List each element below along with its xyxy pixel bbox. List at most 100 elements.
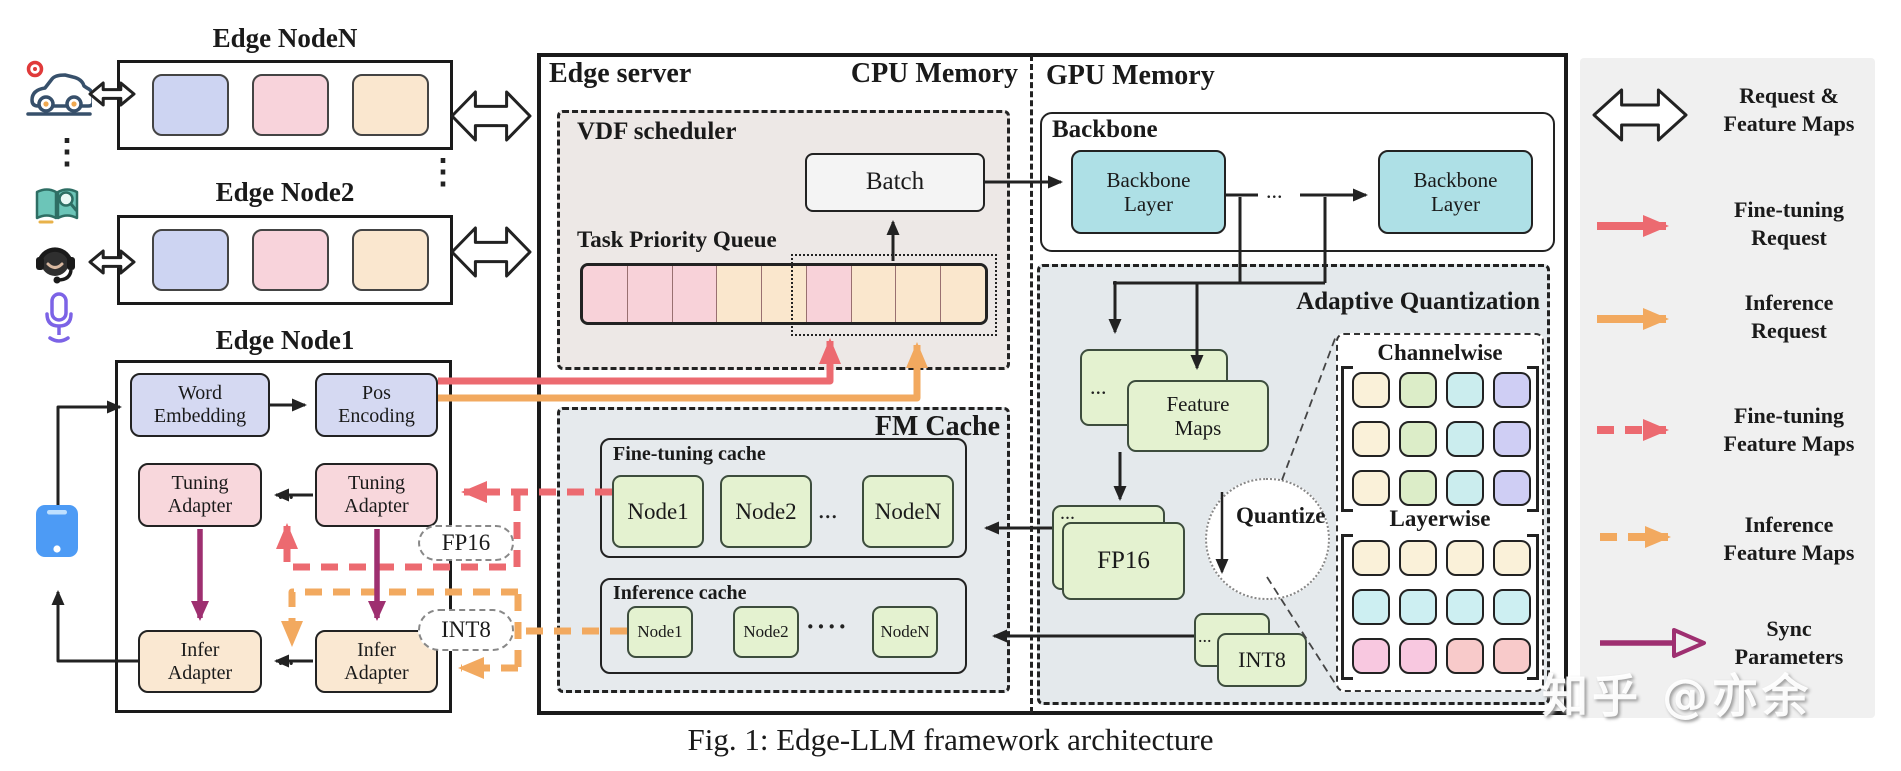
- layerwise-cell-3: [1493, 540, 1531, 576]
- headset-agent-icon: [36, 247, 75, 284]
- edge-node2-chips: [120, 218, 429, 291]
- inference-cache-box: [600, 578, 967, 674]
- queue-task-7: [896, 266, 942, 322]
- layerwise-cell-0: [1352, 540, 1390, 576]
- layerwise-bracket-left: [1341, 534, 1353, 680]
- model-chip-0: [152, 229, 229, 291]
- microphone-icon: [45, 292, 73, 343]
- fine-tuning-cache-box: [600, 438, 967, 558]
- layerwise-cell-9: [1399, 638, 1437, 674]
- inf-cache-nodeN: NodeN: [872, 606, 938, 658]
- legend-panel: [1580, 58, 1875, 718]
- queue-task-2: [672, 266, 718, 322]
- channelwise-cell-5: [1399, 421, 1437, 457]
- edge-node2-title: Edge Node2: [215, 177, 355, 208]
- layerwise-cell-1: [1399, 540, 1437, 576]
- layerwise-bracket-right: [1527, 534, 1539, 680]
- phone-icon: [36, 505, 78, 557]
- book-search-icon: [35, 188, 79, 224]
- fine-tuning-cache-title: Fine-tuning cache: [613, 443, 766, 465]
- tuning-adapter-2-box: Tuning Adapter: [315, 463, 438, 527]
- legend-inference-request-label: Inference Request: [1744, 290, 1834, 343]
- channelwise-cell-8: [1352, 470, 1390, 506]
- gpu-memory-title: GPU Memory: [1046, 60, 1215, 91]
- layerwise-cell-2: [1446, 540, 1484, 576]
- quantize-bubble: [1205, 478, 1330, 600]
- edge-node1-title: Edge Node1: [215, 325, 355, 356]
- queue-task-4: [762, 266, 807, 322]
- tuning-adapter-ellipsis: ...: [278, 480, 294, 504]
- backbone-ellipsis: ...: [1266, 178, 1283, 203]
- adaptive-quantization-title: Adaptive Quantization: [1296, 288, 1540, 315]
- fm-cache-title: FM Cache: [874, 411, 1000, 442]
- ft-cache-nodeN: NodeN: [862, 475, 954, 548]
- channelwise-cell-7: [1493, 421, 1531, 457]
- channelwise-cell-0: [1352, 372, 1390, 408]
- inf-cache-ellipsis: ····: [806, 612, 849, 641]
- nodeN-server-double-arrow: [450, 90, 532, 142]
- vdf-scheduler-title: VDF scheduler: [577, 118, 737, 145]
- channelwise-bracket-right: [1527, 366, 1539, 512]
- channelwise-cell-10: [1446, 470, 1484, 506]
- channelwise-grid: [1352, 372, 1531, 506]
- edge-nodeN-chips: [120, 63, 429, 136]
- cpu-gpu-divider: [1030, 55, 1033, 713]
- layerwise-grid: [1352, 540, 1531, 674]
- ft-cache-node1: Node1: [612, 475, 704, 548]
- channelwise-bracket-left: [1341, 366, 1353, 512]
- inference-cache-title: Inference cache: [613, 582, 747, 604]
- layerwise-cell-6: [1446, 589, 1484, 625]
- phone-to-word-embedding-line: [56, 400, 122, 505]
- legend-inference-feature-maps-label: Inference Feature Maps: [1723, 512, 1855, 565]
- queue-task-1: [627, 266, 673, 322]
- channelwise-title: Channelwise: [1377, 340, 1503, 365]
- layerwise-cell-7: [1493, 589, 1531, 625]
- task-priority-queue-bar: [580, 263, 988, 325]
- node2-server-double-arrow: [450, 226, 532, 278]
- layerwise-cell-5: [1399, 589, 1437, 625]
- vertical-ellipsis-left: ⋮: [50, 134, 84, 171]
- fp16-tag: FP16: [418, 525, 514, 561]
- channelwise-cell-11: [1493, 470, 1531, 506]
- word-embedding-box: Word Embedding: [130, 373, 270, 437]
- inf-cache-node2: Node2: [733, 606, 799, 658]
- channelwise-cell-3: [1493, 372, 1531, 408]
- queue-task-3: [717, 266, 763, 322]
- model-chip-1: [252, 229, 329, 291]
- inf-cache-node1: Node1: [627, 606, 693, 658]
- batch-box: Batch: [805, 153, 985, 212]
- backbone-layer-2-box: Backbone Layer: [1378, 150, 1533, 234]
- channelwise-cell-1: [1399, 372, 1437, 408]
- ft-cache-ellipsis: ...: [818, 495, 838, 524]
- model-chip-2: [352, 74, 429, 136]
- pos-encoding-box: Pos Encoding: [315, 373, 438, 437]
- model-chip-1: [252, 74, 329, 136]
- task-priority-queue-title: Task Priority Queue: [577, 227, 777, 252]
- channelwise-cell-9: [1399, 470, 1437, 506]
- queue-task-5: [806, 266, 852, 322]
- queue-task-0: [583, 266, 628, 322]
- feature-maps-box: Feature Maps: [1127, 380, 1269, 452]
- cpu-memory-title: CPU Memory: [850, 58, 1018, 89]
- fp16-ellipsis: ...: [1060, 502, 1075, 524]
- figure-caption: Fig. 1: Edge-LLM framework architecture: [687, 722, 1214, 757]
- layerwise-title: Layerwise: [1389, 506, 1491, 531]
- model-chip-0: [152, 74, 229, 136]
- batch-window-dotted-rect: [791, 254, 997, 336]
- car-icon: [26, 60, 92, 116]
- int8-ellipsis: ...: [1198, 626, 1212, 646]
- backbone-layer-1-box: Backbone Layer: [1071, 150, 1226, 234]
- infer-adapter-ellipsis: ...: [278, 646, 294, 670]
- vertical-ellipsis-right: ⋮: [426, 154, 460, 191]
- queue-task-8: [941, 266, 985, 322]
- infer-adapter-1-box: Infer Adapter: [138, 630, 262, 693]
- fp16-box: FP16: [1062, 522, 1185, 600]
- layerwise-cell-4: [1352, 589, 1390, 625]
- channelwise-cell-4: [1352, 421, 1390, 457]
- quantize-label: Quantize: [1236, 503, 1326, 528]
- queue-task-6: [851, 266, 897, 322]
- legend-request-feature-maps-label: Request & Feature Maps: [1723, 83, 1855, 136]
- model-chip-2: [352, 229, 429, 291]
- layerwise-cell-8: [1352, 638, 1390, 674]
